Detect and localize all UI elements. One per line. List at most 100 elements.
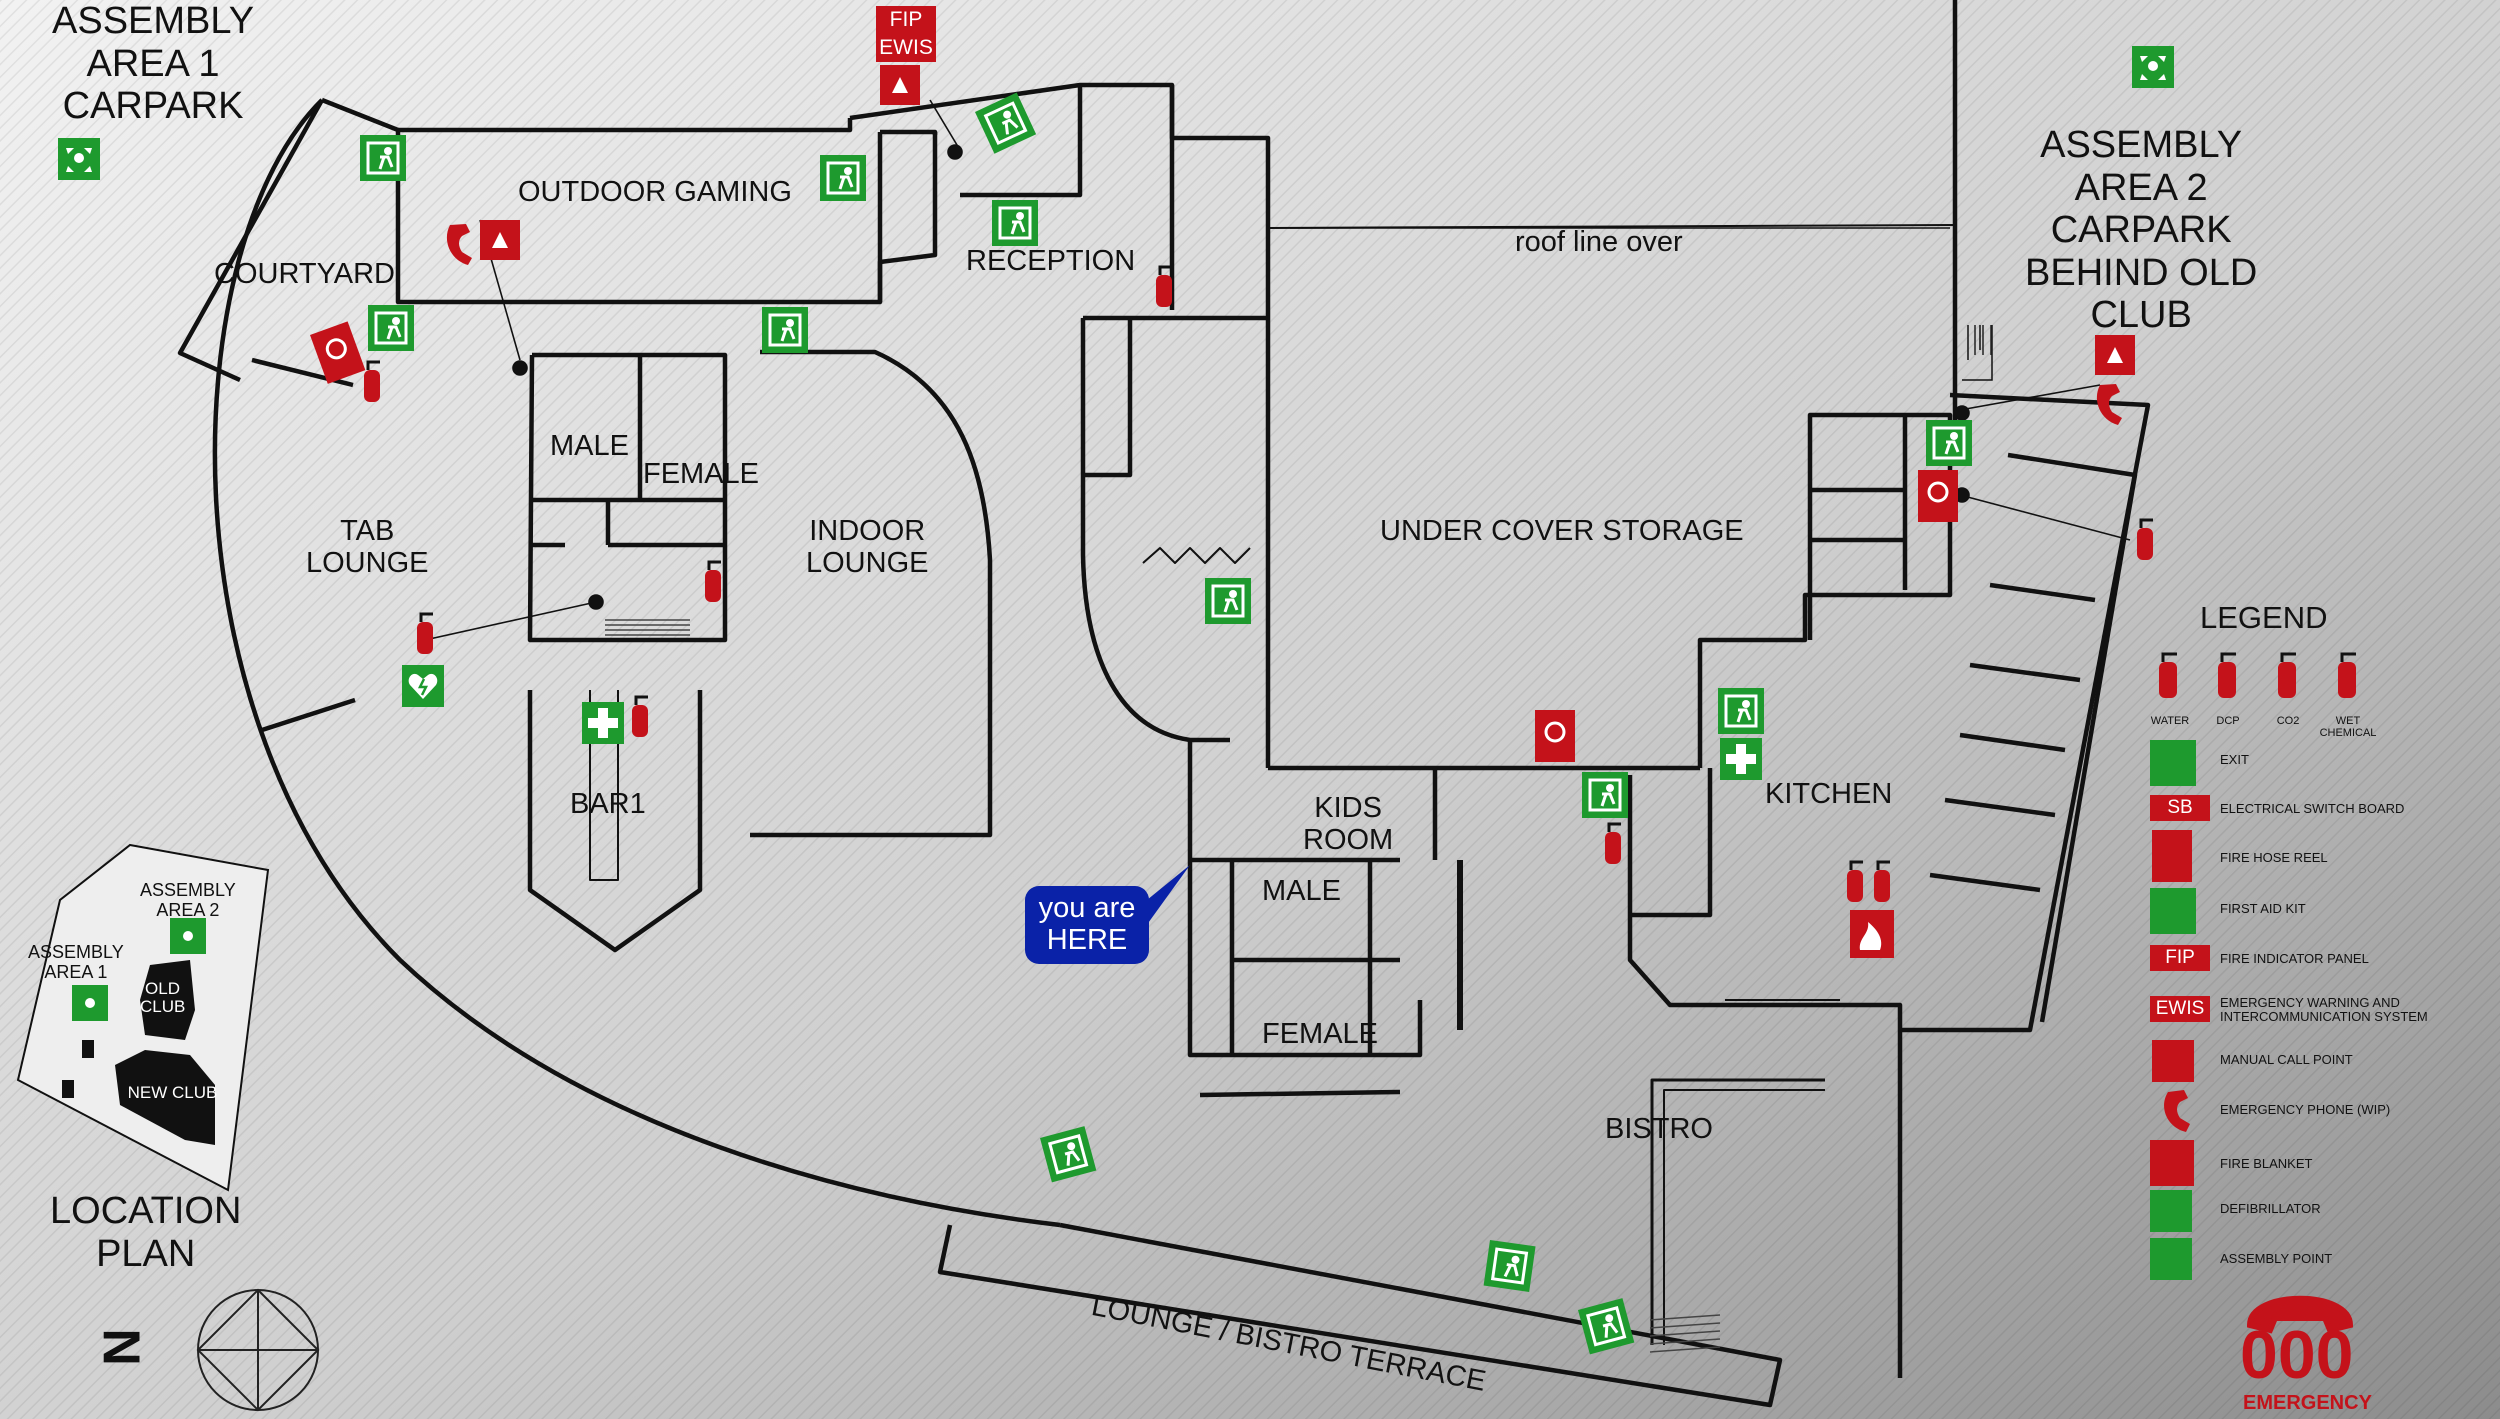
emergency-number: 000 xyxy=(2240,1317,2354,1393)
exit-sign-icon xyxy=(1582,772,1628,818)
legend-co2-label: CO2 xyxy=(2276,715,2300,727)
legend-wet-chemical-label: WET CHEMICAL xyxy=(2319,715,2377,739)
exit-signs xyxy=(360,92,1972,1355)
inset-assembly-area-2: ASSEMBLY AREA 2 xyxy=(140,880,236,921)
female-toilet-1-label: FEMALE xyxy=(643,458,760,490)
fip-ewis-panel xyxy=(876,6,936,62)
emergency-phones xyxy=(446,224,2122,425)
compass-rose xyxy=(196,1288,320,1412)
assembly-point-icon xyxy=(170,918,206,954)
fire-hose-reel-icon xyxy=(310,321,366,384)
legend-first-aid-icon xyxy=(2150,888,2196,934)
exit-sign-icon xyxy=(762,307,808,353)
legend-extinguisher-icon xyxy=(2338,652,2356,698)
first-aid-kits xyxy=(582,702,1762,780)
emergency-phone-icon xyxy=(446,224,472,265)
fire-extinguisher-icon xyxy=(417,612,433,654)
exit-sign-icon xyxy=(1040,1126,1097,1183)
defibrillator-icon xyxy=(402,665,444,707)
exit-sign-icon xyxy=(1926,420,1972,466)
location-plan-label: LOCATION PLAN xyxy=(50,1190,242,1275)
fire-hose-reel-icon xyxy=(1918,470,1958,522)
legend-phone-icon xyxy=(2164,1090,2190,1132)
stairs xyxy=(605,325,1992,1353)
inset-new-club: NEW CLUB xyxy=(127,1083,218,1102)
emergency-label: EMERGENCY xyxy=(2243,1392,2372,1414)
fire-extinguisher-icon xyxy=(2137,518,2153,560)
first-aid-kit-icon xyxy=(582,702,624,744)
you-are-here-text: you are HERE xyxy=(1038,892,1136,956)
legend-blanket-icon xyxy=(2150,1140,2194,1186)
emergency-phone-icon xyxy=(2096,384,2122,425)
tab-lounge-label: TAB LOUNGE xyxy=(306,515,429,580)
fire-extinguisher-icon xyxy=(1156,265,1172,307)
assembly-area-2-label: ASSEMBLY AREA 2 CARPARK BEHIND OLD CLUB xyxy=(2025,124,2258,337)
under-cover-storage-label: UNDER COVER STORAGE xyxy=(1380,515,1744,547)
legend-sb-icon xyxy=(2150,795,2210,821)
fire-extinguisher-icon xyxy=(1874,860,1890,902)
assembly-point-icon xyxy=(72,985,108,1021)
legend-extinguisher-icon xyxy=(2159,652,2177,698)
legend-exit-text: EXIT xyxy=(2220,752,2249,767)
legend-defib-icon xyxy=(2150,1190,2192,1232)
kids-room-label: KIDS ROOM xyxy=(1303,792,1394,857)
bar1-label: BAR1 xyxy=(570,788,646,820)
exit-sign-icon xyxy=(360,135,406,181)
legend-fip-icon xyxy=(2150,945,2210,971)
exit-sign-icon xyxy=(820,155,866,201)
courtyard-label: COURTYARD xyxy=(214,258,395,290)
male-toilet-1-label: MALE xyxy=(550,430,629,462)
exit-sign-icon xyxy=(1483,1240,1536,1292)
fire-hose-reels xyxy=(310,321,1958,762)
exit-sign-icon xyxy=(975,92,1037,154)
kitchen-label: KITCHEN xyxy=(1765,778,1893,810)
exit-sign-icon xyxy=(1578,1298,1635,1355)
legend-hose-reel-text: FIRE HOSE REEL xyxy=(2220,850,2328,865)
legend-extinguisher-icon xyxy=(2218,652,2236,698)
manual-call-point-icon xyxy=(2095,335,2135,375)
legend-defibrillator-text: DEFIBRILLATOR xyxy=(2220,1201,2321,1216)
first-aid-kit-icon xyxy=(1720,738,1762,780)
legend-switch-board-text: ELECTRICAL SWITCH BOARD xyxy=(2220,801,2405,816)
legend-fip-badge: FIP xyxy=(2165,947,2195,968)
legend-ewis-icon xyxy=(2150,996,2210,1022)
ewis-sign-text: EWIS xyxy=(879,36,933,59)
north-label: N xyxy=(93,1328,152,1366)
fire-extinguishers xyxy=(364,265,2153,902)
exit-sign-icon xyxy=(1205,578,1251,624)
fire-extinguisher-icon xyxy=(364,360,380,402)
you-are-here-marker: you are HERE xyxy=(1025,886,1149,964)
assembly-point-icon xyxy=(58,138,100,180)
legend-fip-text: FIRE INDICATOR PANEL xyxy=(2220,951,2369,966)
indoor-lounge-label: INDOOR LOUNGE xyxy=(806,515,929,580)
legend-call-point-icon xyxy=(2152,1040,2194,1082)
legend-fire-blanket-text: FIRE BLANKET xyxy=(2220,1156,2313,1171)
legend-hose-icon xyxy=(2152,830,2192,882)
legend-dcp-label: DCP xyxy=(2216,715,2240,727)
exit-sign-icon xyxy=(368,305,414,351)
legend-title: LEGEND xyxy=(2200,600,2328,635)
reception-label: RECEPTION xyxy=(966,245,1136,277)
assembly-area-1-label: ASSEMBLY AREA 1 CARPARK xyxy=(52,0,255,128)
exit-sign-icon xyxy=(992,200,1038,246)
legend-icons xyxy=(2150,652,2356,1280)
fire-extinguisher-icon xyxy=(705,560,721,602)
fire-hose-reel-icon xyxy=(1535,710,1575,762)
legend-first-aid-text: FIRST AID KIT xyxy=(2220,901,2306,916)
bistro-label: BISTRO xyxy=(1605,1113,1713,1145)
fire-extinguisher-icon xyxy=(1605,822,1621,864)
legend-water-label: WATER xyxy=(2150,715,2190,727)
exit-sign-icon xyxy=(1718,688,1764,734)
fip-sign-text: FIP xyxy=(889,8,923,31)
fire-extinguisher-icon xyxy=(632,695,648,737)
building-walls xyxy=(177,0,2151,1408)
legend-ewis-text: EMERGENCY WARNING AND INTERCOMMUNICATION… xyxy=(2220,995,2428,1024)
legend-ewis-badge: EWIS xyxy=(2155,998,2205,1019)
legend-extinguisher-icon xyxy=(2278,652,2296,698)
male-toilet-2-label: MALE xyxy=(1262,875,1341,907)
inset-assembly-area-1: ASSEMBLY AREA 1 xyxy=(28,942,124,983)
legend-emergency-phone-text: EMERGENCY PHONE (WIP) xyxy=(2220,1102,2391,1117)
female-toilet-2-label: FEMALE xyxy=(1262,1018,1379,1050)
